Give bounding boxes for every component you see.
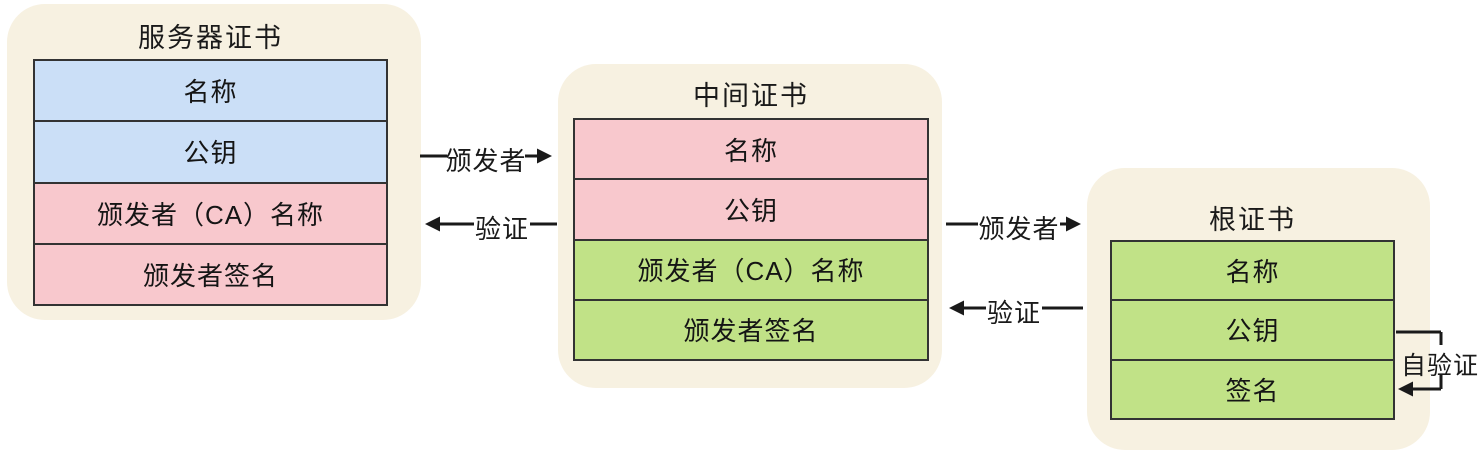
issuer-right-arrowhead xyxy=(1066,216,1081,232)
server-cert-card: 服务器证书 名称 公钥 颁发者（CA）名称 颁发者签名 xyxy=(7,4,421,320)
intermediate-cert-row-name: 名称 xyxy=(575,120,927,179)
intermediate-cert-row-issuer-signature: 颁发者签名 xyxy=(575,298,927,359)
intermediate-cert-table: 名称 公钥 颁发者（CA）名称 颁发者签名 xyxy=(573,118,929,361)
server-cert-row-issuer-signature: 颁发者签名 xyxy=(35,242,386,304)
verify-left-arrowhead xyxy=(425,216,440,232)
intermediate-cert-row-public-key: 公钥 xyxy=(575,178,927,239)
server-cert-row-issuer-name: 颁发者（CA）名称 xyxy=(35,181,386,243)
root-cert-row-public-key: 公钥 xyxy=(1112,299,1393,359)
server-cert-title: 服务器证书 xyxy=(138,23,283,53)
server-cert-row-public-key: 公钥 xyxy=(35,120,386,182)
server-cert-row-name: 名称 xyxy=(35,61,386,121)
intermediate-cert-row-issuer-name: 颁发者（CA）名称 xyxy=(575,238,927,299)
self-verify-label: 自验证 xyxy=(1401,352,1478,380)
verify-right-label: 验证 xyxy=(986,298,1041,328)
verify-left-label: 验证 xyxy=(474,214,529,244)
intermediate-cert-title: 中间证书 xyxy=(693,81,809,111)
server-cert-table: 名称 公钥 颁发者（CA）名称 颁发者签名 xyxy=(33,59,388,306)
issuer-left-arrowhead xyxy=(537,148,552,164)
root-cert-table: 名称 公钥 签名 xyxy=(1110,240,1395,420)
root-cert-row-signature: 签名 xyxy=(1112,358,1393,418)
issuer-left-label: 颁发者 xyxy=(445,146,527,176)
verify-right-arrowhead xyxy=(949,300,964,316)
intermediate-cert-card: 中间证书 名称 公钥 颁发者（CA）名称 颁发者签名 xyxy=(558,64,942,388)
issuer-right-label: 颁发者 xyxy=(978,214,1060,244)
root-cert-row-name: 名称 xyxy=(1112,242,1393,300)
root-cert-card: 根证书 名称 公钥 签名 xyxy=(1087,168,1430,450)
root-cert-title: 根证书 xyxy=(1209,205,1296,235)
